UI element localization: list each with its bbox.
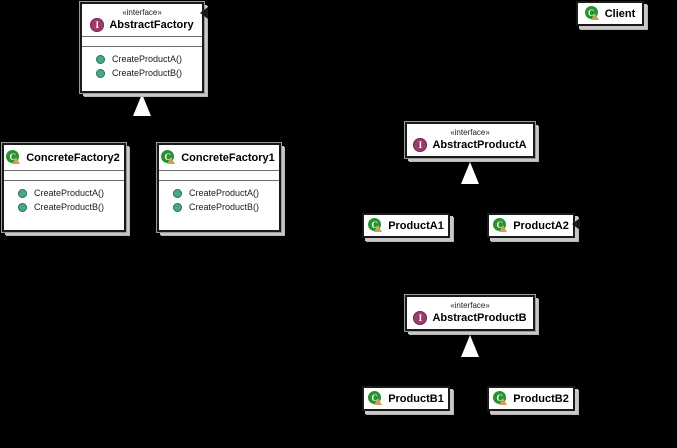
class-box-product-a2[interactable]: C ProductA2 [487, 213, 575, 238]
dependency-arrow-abstractfactory [200, 7, 208, 19]
class-header-product-b2: C ProductB2 [489, 388, 573, 409]
class-box-product-b2[interactable]: C ProductB2 [487, 386, 575, 411]
interface-icon: I [413, 138, 428, 152]
operation-label: CreateProductB() [112, 68, 183, 78]
operation-icon [18, 188, 27, 198]
class-icon: C [161, 150, 176, 165]
operation-row[interactable]: CreateProductB() [82, 66, 202, 80]
operation-row[interactable]: CreateProductA() [159, 186, 279, 200]
stereotype-label: «interface» [450, 128, 490, 137]
class-icon: C [368, 391, 383, 406]
class-icon: C [368, 218, 383, 233]
class-icon-badge [499, 225, 508, 232]
class-icon: C [584, 6, 600, 21]
class-box-abstract-product-a[interactable]: «interface» I AbstractProductA [404, 121, 536, 159]
operations-compartment: CreateProductA() CreateProductB() [4, 180, 124, 220]
class-header-abstract-factory: «interface» I AbstractFactory [82, 4, 202, 36]
interface-icon: I [90, 18, 105, 32]
interface-icon: I [413, 311, 428, 325]
operation-row[interactable]: CreateProductB() [159, 200, 279, 214]
operation-icon [18, 202, 27, 212]
class-name-label: Client [604, 7, 636, 20]
operation-icon [96, 68, 105, 78]
class-header-concrete-factory-1: C ConcreteFactory1 [159, 145, 279, 170]
dependency-arrow-producta2 [572, 218, 580, 230]
class-header-product-a1: C ProductA1 [364, 215, 448, 236]
class-name-label: ProductA2 [513, 219, 569, 232]
class-icon-badge [374, 225, 383, 232]
dependency-line-client-products [575, 222, 577, 400]
generalization-arrow-abstractproducta [461, 162, 479, 184]
class-icon-badge [12, 157, 21, 164]
generalization-line-factories [141, 92, 143, 150]
class-icon: C [6, 150, 21, 165]
class-box-concrete-factory-1[interactable]: C ConcreteFactory1 CreateProductA() Crea… [156, 142, 282, 233]
operation-label: CreateProductB() [34, 202, 105, 212]
class-header-product-b1: C ProductB1 [364, 388, 448, 409]
operation-label: CreateProductA() [189, 188, 260, 198]
stereotype-label: «interface» [122, 8, 162, 17]
operation-icon [173, 188, 182, 198]
dependency-line-client-abstractproducta [575, 13, 577, 224]
class-header-client: C Client [578, 3, 642, 24]
class-box-client[interactable]: C Client [576, 1, 644, 26]
dependency-line-client-abstractfactory [209, 13, 577, 15]
operation-label: CreateProductA() [34, 188, 105, 198]
operations-compartment: CreateProductA() CreateProductB() [82, 46, 202, 86]
operation-label: CreateProductA() [112, 54, 183, 64]
class-name-label: AbstractProductB [432, 312, 527, 324]
generalization-arrow-abstractproductb [461, 335, 479, 357]
attributes-compartment [4, 170, 124, 180]
class-icon: C [493, 391, 508, 406]
generalization-line-factories-horizontal [64, 148, 220, 150]
class-name-label: ProductB2 [513, 392, 569, 405]
class-icon-badge [499, 398, 508, 405]
class-name-label: ProductA1 [388, 219, 444, 232]
class-box-abstract-factory[interactable]: «interface» I AbstractFactory CreateProd… [79, 1, 205, 94]
operation-icon [96, 54, 105, 64]
attributes-compartment [82, 36, 202, 46]
class-icon-badge [167, 157, 176, 164]
stereotype-label: «interface» [450, 301, 490, 310]
class-name-label: ProductB1 [388, 392, 444, 405]
class-header-abstract-product-b: «interface» I AbstractProductB [407, 297, 533, 329]
class-box-concrete-factory-2[interactable]: C ConcreteFactory2 CreateProductA() Crea… [1, 142, 127, 233]
generalization-line-producta-horizontal [406, 216, 534, 218]
class-name-label: AbstractFactory [109, 19, 194, 31]
class-box-abstract-product-b[interactable]: «interface» I AbstractProductB [404, 294, 536, 332]
class-icon-badge [374, 398, 383, 405]
operations-compartment: CreateProductA() CreateProductB() [159, 180, 279, 220]
class-header-abstract-product-a: «interface» I AbstractProductA [407, 124, 533, 156]
class-name-label: AbstractProductA [432, 139, 527, 151]
class-name-label: ConcreteFactory1 [181, 151, 275, 164]
generalization-line-producta [469, 158, 471, 220]
class-name-label: ConcreteFactory2 [26, 151, 120, 164]
class-header-concrete-factory-2: C ConcreteFactory2 [4, 145, 124, 170]
operation-row[interactable]: CreateProductA() [82, 52, 202, 66]
attributes-compartment [159, 170, 279, 180]
generalization-line-productb [469, 331, 471, 391]
class-box-product-b1[interactable]: C ProductB1 [362, 386, 450, 411]
operation-row[interactable]: CreateProductA() [4, 186, 124, 200]
generalization-line-productb-horizontal [406, 389, 534, 391]
operation-row[interactable]: CreateProductB() [4, 200, 124, 214]
class-box-product-a1[interactable]: C ProductA1 [362, 213, 450, 238]
class-icon-badge [590, 13, 599, 20]
generalization-arrow-abstractfactory [133, 94, 151, 116]
operation-icon [173, 202, 182, 212]
operation-label: CreateProductB() [189, 202, 260, 212]
class-header-product-a2: C ProductA2 [489, 215, 573, 236]
class-icon: C [493, 218, 508, 233]
